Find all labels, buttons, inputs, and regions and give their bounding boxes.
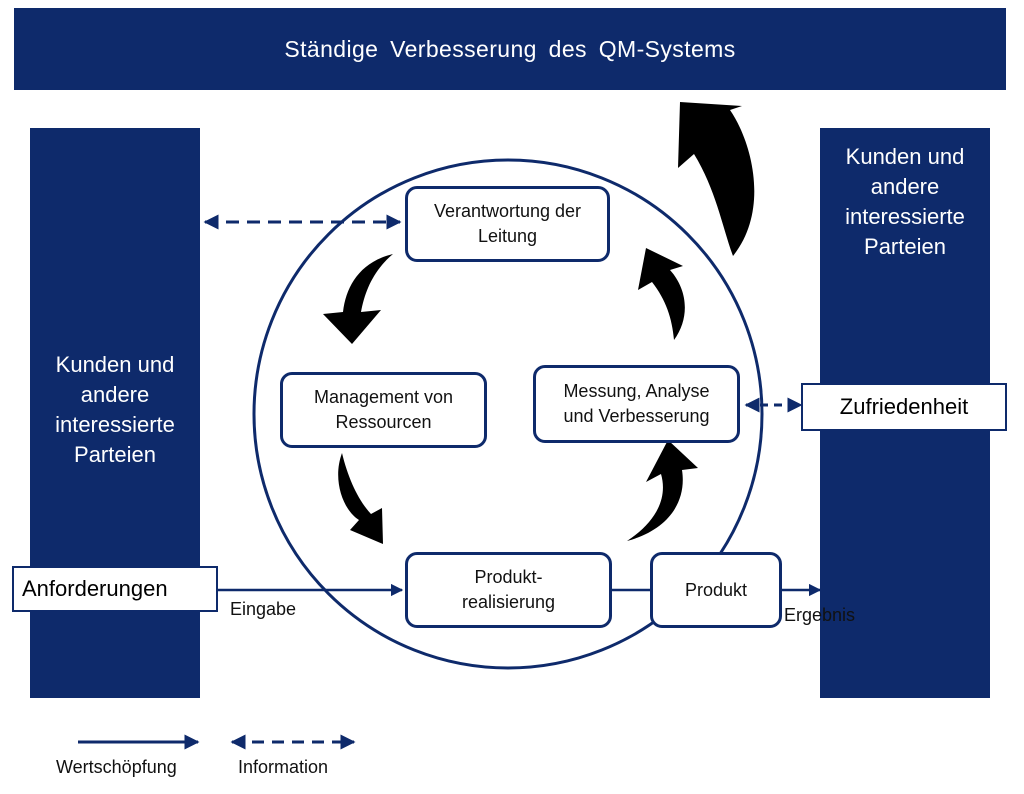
- right-column-text: Kunden und andere interessierte Parteien: [820, 142, 990, 262]
- cycle-arrow-to-leadership: [638, 248, 685, 340]
- node-management-line: Ressourcen: [335, 412, 432, 432]
- node-verantwortung-line: Verantwortung der: [433, 201, 582, 221]
- label-eingabe: Eingabe: [230, 599, 297, 619]
- cycle-arrow-to-management: [323, 254, 393, 344]
- flag-anforderungen: Anforderungen: [12, 566, 218, 612]
- flag-zufriedenheit: Zufriedenheit: [801, 383, 1007, 431]
- node-verantwortung: Verantwortung der Leitung: [405, 186, 610, 262]
- cycle-arrow-to-realisation: [338, 453, 383, 544]
- left-column-line: interessierte: [55, 412, 175, 437]
- left-column-line: Kunden und: [55, 352, 175, 377]
- banner-title: Ständige Verbesserung des QM-Systems: [284, 35, 736, 62]
- flag-anforderungen-label: Anforderungen: [22, 576, 168, 601]
- legend-information: Information: [238, 757, 329, 777]
- node-management-line: Management von: [313, 387, 454, 407]
- label-ergebnis: Ergebnis: [784, 605, 856, 625]
- legend-wertschoepfung: Wertschöpfung: [56, 757, 177, 777]
- process-circle: [252, 158, 764, 670]
- node-messung-line: und Verbesserung: [563, 406, 710, 426]
- left-column-line: Parteien: [74, 442, 156, 467]
- node-messung-line: Messung, Analyse: [563, 381, 710, 401]
- left-column-text: Kunden und andere interessierte Parteien: [30, 350, 200, 470]
- improvement-arrow: [678, 102, 755, 256]
- node-management: Management von Ressourcen: [280, 372, 487, 448]
- node-produktrealisierung-line: realisierung: [461, 592, 556, 612]
- right-column-line: Kunden und: [845, 144, 965, 169]
- node-verantwortung-line: Leitung: [477, 226, 538, 246]
- left-column-line: andere: [80, 382, 150, 407]
- node-produkt: Produkt: [650, 552, 782, 628]
- top-banner: Ständige Verbesserung des QM-Systems: [14, 8, 1006, 90]
- node-messung: Messung, Analyse und Verbesserung: [533, 365, 740, 443]
- right-column-line: andere: [870, 174, 940, 199]
- cycle-arrow-to-measurement: [627, 440, 698, 541]
- node-produktrealisierung-line: Produkt-: [474, 567, 543, 587]
- flag-zufriedenheit-label: Zufriedenheit: [839, 394, 969, 419]
- right-column-line: Parteien: [864, 234, 946, 259]
- node-produktrealisierung: Produkt- realisierung: [405, 552, 612, 628]
- right-column-line: interessierte: [845, 204, 965, 229]
- node-produkt-label: Produkt: [684, 579, 748, 600]
